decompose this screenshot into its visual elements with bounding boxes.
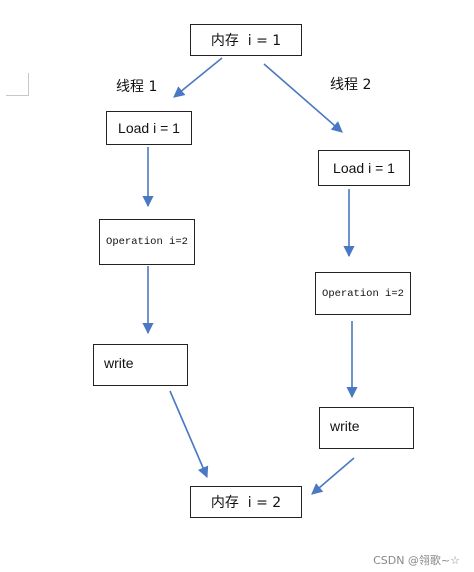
- thread-2-load-box: Load i = 1: [318, 150, 410, 186]
- thread-2-write-box: write: [319, 407, 414, 449]
- thread-2-operation-text: Operation i=2: [322, 287, 404, 300]
- memory-end-text: 内存 i = 2: [210, 495, 282, 511]
- thread-2-label: 线程 2: [330, 77, 372, 93]
- thread-1-write-text: write: [104, 355, 134, 371]
- memory-start-box: 内存 i = 1: [190, 24, 302, 56]
- arrow-t1-write-to-memory: [169, 390, 209, 479]
- memory-end-box: 内存 i = 2: [190, 486, 302, 518]
- thread-1-load-box: Load i = 1: [106, 111, 192, 145]
- thread-1-label: 线程 1: [116, 79, 158, 95]
- watermark-footer: CSDN @翎歌~☆: [373, 554, 460, 567]
- thread-2-operation-box: Operation i=2: [315, 272, 411, 315]
- arrow-memory-to-thread2: [263, 63, 343, 133]
- arrow-t2-write-to-memory: [311, 457, 355, 495]
- arrow-memory-to-thread1: [173, 57, 223, 98]
- page-corner-mark: [6, 73, 29, 96]
- thread-1-operation-text: Operation i=2: [106, 236, 188, 248]
- thread-1-write-box: write: [93, 344, 188, 386]
- thread-1-load-text: Load i = 1: [118, 120, 180, 136]
- memory-start-text: 内存 i = 1: [210, 33, 282, 49]
- thread-2-load-text: Load i = 1: [333, 160, 395, 176]
- thread-2-write-text: write: [330, 418, 360, 434]
- thread-1-operation-box: Operation i=2: [99, 219, 195, 265]
